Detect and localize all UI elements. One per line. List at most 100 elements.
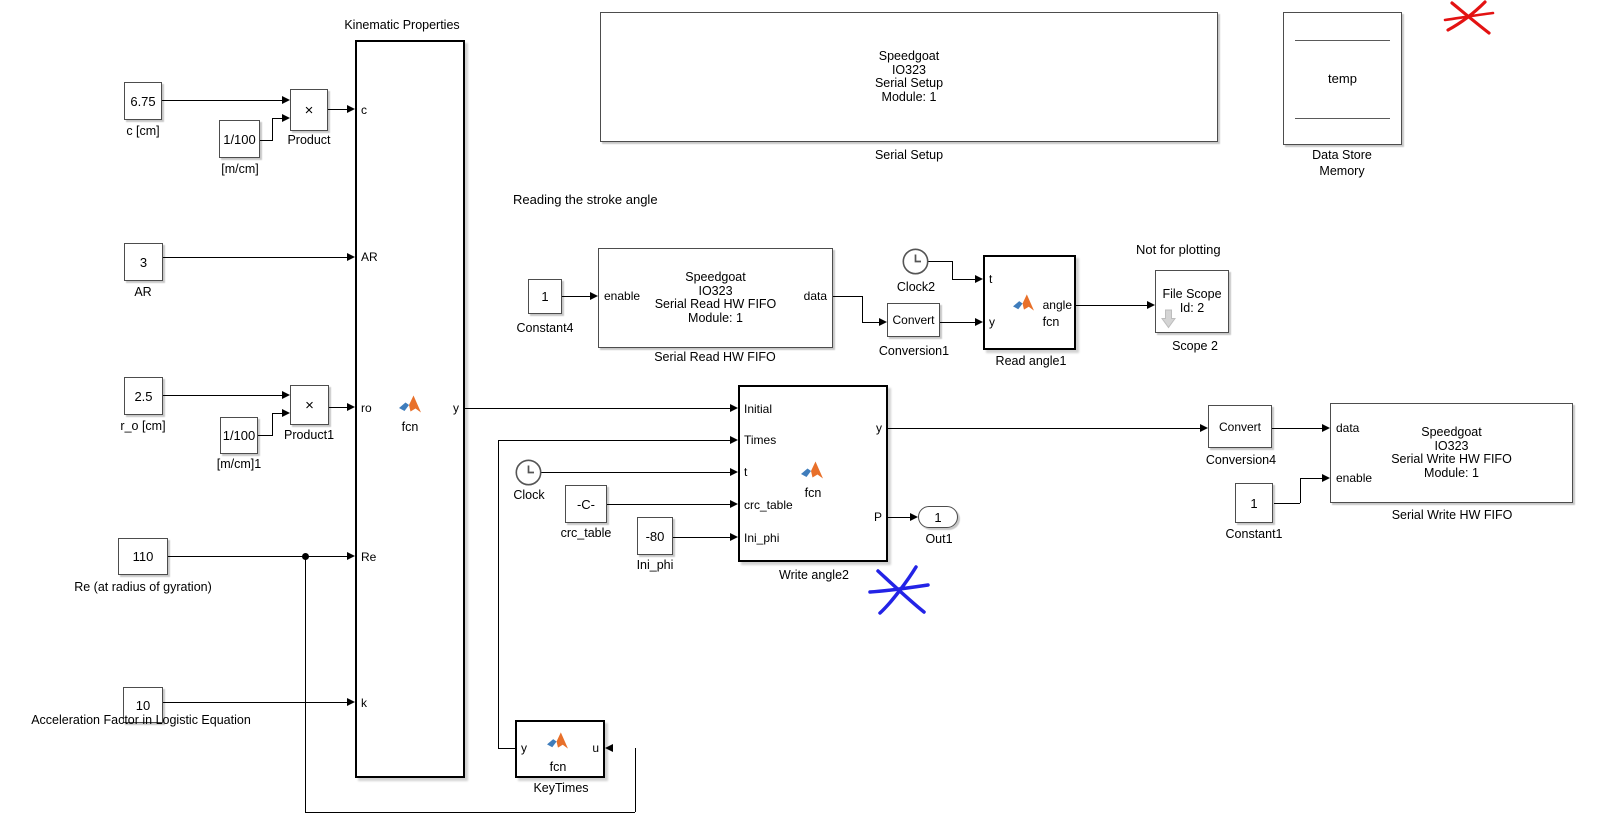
- keytimes-block[interactable]: [515, 720, 605, 778]
- inport-arrow: [910, 513, 918, 521]
- constant-re-block[interactable]: 110: [118, 538, 168, 575]
- wire-const4-enable[interactable]: [562, 296, 590, 297]
- serial-setup-block[interactable]: Speedgoat IO323 Serial Setup Module: 1: [600, 12, 1218, 142]
- inport-arrow: [347, 253, 355, 261]
- conversion4-block[interactable]: Convert: [1208, 405, 1272, 448]
- gain-mcm1-block[interactable]: 1/100: [220, 417, 258, 454]
- read-angle1-fcn-label: fcn: [1042, 315, 1060, 329]
- clock2-icon[interactable]: [902, 248, 929, 275]
- gain-mcm1-label: [m/cm]1: [216, 457, 262, 471]
- clock2-label: Clock2: [896, 280, 936, 294]
- wire-keytimes-a[interactable]: [498, 748, 515, 749]
- matlab-fcn-icon: [547, 732, 568, 749]
- wire-mcm-product-a[interactable]: [260, 140, 273, 141]
- wire-cconst-product[interactable]: [162, 100, 282, 101]
- constant-c-block[interactable]: 6.75: [124, 82, 162, 120]
- wire-const1-b[interactable]: [1300, 478, 1301, 503]
- inport-arrow: [1200, 424, 1208, 432]
- blue-asterisk-scribble-icon: [868, 565, 930, 615]
- ini-phi-label: Ini_phi: [636, 558, 674, 572]
- scope2-line2: Id: 2: [1179, 300, 1205, 315]
- wire-conv1-y[interactable]: [940, 322, 975, 323]
- port-label-t: t: [744, 465, 748, 479]
- port-label-c: c: [361, 103, 367, 117]
- gain-mcm-block[interactable]: 1/100: [219, 120, 260, 158]
- clock-icon[interactable]: [515, 459, 542, 486]
- not-for-plotting-note: Not for plotting: [1136, 242, 1221, 257]
- wire-mcm-product-c[interactable]: [272, 118, 282, 119]
- product1-block[interactable]: ×: [290, 385, 329, 425]
- inport-arrow: [590, 292, 598, 300]
- constant1-value: 1: [1250, 495, 1258, 511]
- wire-mcm1-product1-b[interactable]: [272, 413, 273, 435]
- wire-clock2-a[interactable]: [928, 261, 952, 262]
- wire-ar[interactable]: [163, 257, 347, 258]
- data-store-memory-block[interactable]: temp: [1283, 12, 1402, 145]
- inport-arrow: [282, 114, 290, 122]
- wire-y-conversion4[interactable]: [888, 428, 1200, 429]
- wire-product-c[interactable]: [328, 109, 347, 110]
- constant-k-block[interactable]: 10: [123, 687, 163, 723]
- inport-arrow: [975, 318, 983, 326]
- wire-y-initial[interactable]: [465, 408, 730, 409]
- constant-c-label: c [cm]: [126, 124, 160, 138]
- constant4-block[interactable]: 1: [528, 279, 562, 314]
- wire-data-conv1-b[interactable]: [862, 296, 863, 322]
- port-label-data: data: [1336, 421, 1360, 435]
- constant-ro-label: r_o [cm]: [120, 419, 166, 433]
- wire-const1-a[interactable]: [1274, 503, 1300, 504]
- wire-clock2-t[interactable]: [952, 279, 975, 280]
- keytimes-label: KeyTimes: [533, 781, 589, 795]
- wire-ro-product1[interactable]: [163, 395, 282, 396]
- out1-port-block[interactable]: 1: [918, 506, 958, 528]
- inport-arrow: [975, 275, 983, 283]
- wire-data-conv1-c[interactable]: [862, 322, 879, 323]
- wire-re-feedback-down[interactable]: [305, 557, 306, 812]
- wire-crc[interactable]: [607, 504, 730, 505]
- inport-arrow: [1322, 474, 1330, 482]
- wire-re-feedback-bottom[interactable]: [305, 812, 635, 813]
- port-label-enable: enable: [604, 289, 641, 303]
- ini-phi-constant-block[interactable]: -80: [637, 517, 673, 555]
- constant-ar-value: 3: [139, 254, 148, 270]
- wire-p-out1[interactable]: [888, 517, 910, 518]
- wire-keytimes-b[interactable]: [498, 440, 499, 748]
- constant-k-label: Acceleration Factor in Logistic Equation: [31, 713, 251, 727]
- wire-re[interactable]: [168, 556, 347, 557]
- serial-write-line2: IO323: [1434, 438, 1469, 453]
- read-angle1-label: Read angle1: [995, 354, 1067, 368]
- port-label-times: Times: [744, 433, 777, 447]
- wire-mcm1-product1-a[interactable]: [258, 435, 273, 436]
- serial-setup-line1: Speedgoat: [878, 49, 940, 63]
- port-label-y: y: [521, 741, 527, 755]
- wire-mcm1-product1-c[interactable]: [272, 413, 282, 414]
- wire-const1-enable[interactable]: [1300, 478, 1322, 479]
- wire-data-conv1-a[interactable]: [833, 296, 862, 297]
- port-label-enable: enable: [1336, 471, 1373, 485]
- constant-re-value: 110: [132, 549, 154, 564]
- constant-ro-block[interactable]: 2.5: [124, 377, 163, 415]
- product-block[interactable]: ×: [290, 89, 328, 131]
- port-label-k: k: [361, 696, 367, 710]
- constant1-block[interactable]: 1: [1235, 483, 1273, 523]
- conversion1-block[interactable]: Convert: [887, 303, 940, 337]
- constant-ar-block[interactable]: 3: [124, 243, 163, 281]
- wire-clock2-b[interactable]: [952, 261, 953, 279]
- wire-clock-t[interactable]: [541, 472, 730, 473]
- port-label-y-out: y: [876, 421, 882, 435]
- serial-read-hw-fifo-block[interactable]: Speedgoat IO323 Serial Read HW FIFO Modu…: [598, 248, 833, 348]
- wire-re-feedback-up[interactable]: [635, 748, 636, 812]
- product-label: Product: [287, 133, 331, 147]
- wire-product1-ro[interactable]: [329, 407, 347, 408]
- wire-conv4-data[interactable]: [1272, 428, 1322, 429]
- wire-k[interactable]: [163, 702, 347, 703]
- gain-mcm-label: [m/cm]: [221, 162, 259, 176]
- serial-write-hw-fifo-block[interactable]: Speedgoat IO323 Serial Write HW FIFO Mod…: [1330, 403, 1573, 503]
- wire-mcm-product-b[interactable]: [272, 118, 273, 141]
- serial-setup-line3: Serial Setup: [874, 76, 944, 90]
- wire-ini-phi[interactable]: [673, 537, 730, 538]
- crc-table-constant-block[interactable]: -C-: [565, 485, 607, 523]
- wire-keytimes-times[interactable]: [498, 440, 730, 441]
- wire-angle-scope[interactable]: [1076, 305, 1147, 306]
